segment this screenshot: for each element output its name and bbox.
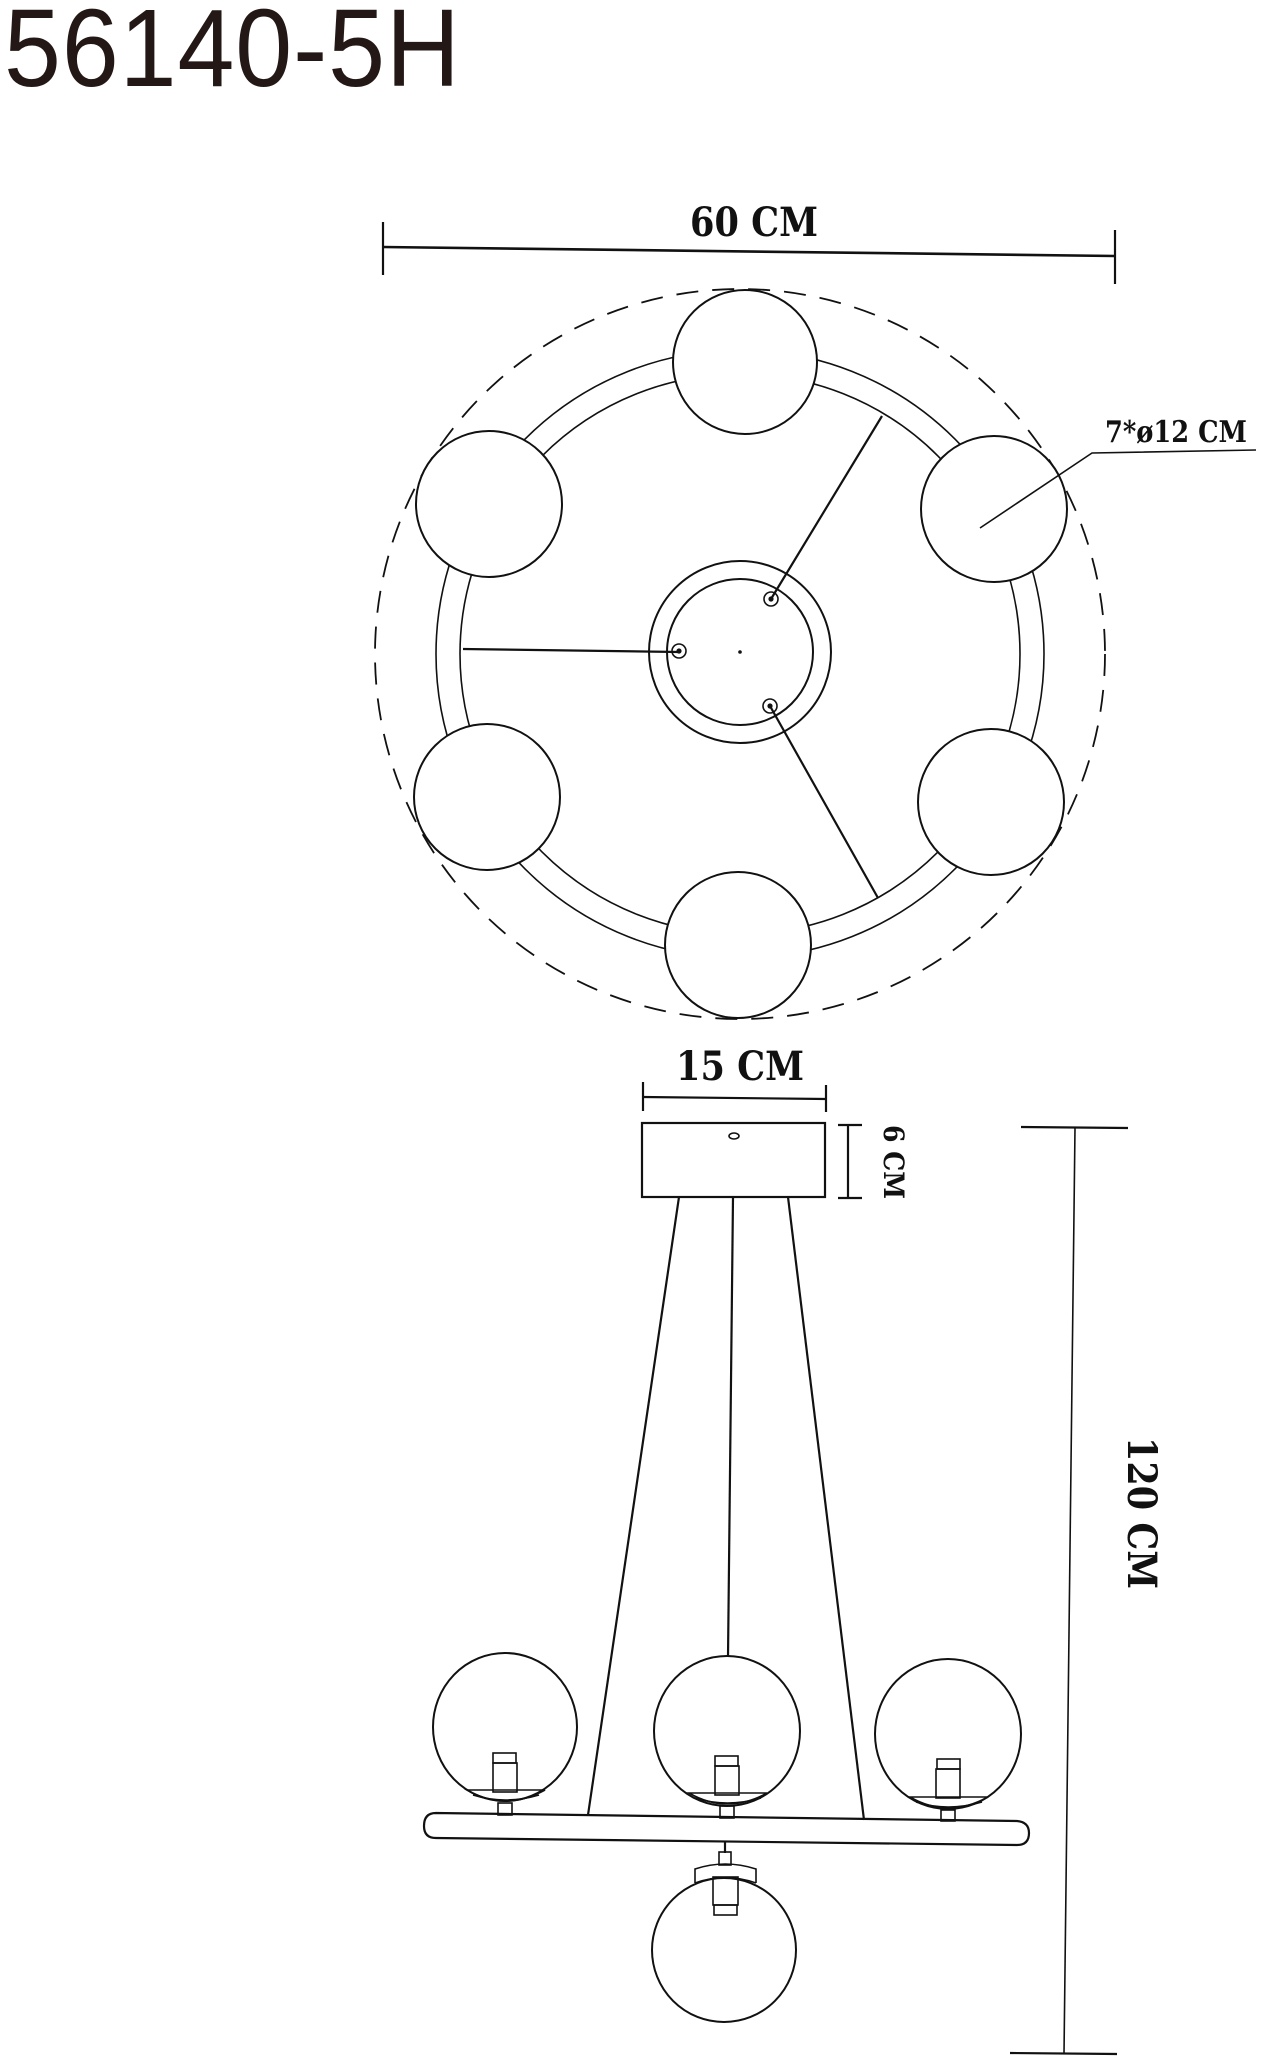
upper-bulb-center — [653, 1655, 801, 1819]
canopy-width-dimension: 15 CM — [641, 1043, 828, 1112]
wire-left — [586, 1196, 681, 1816]
bulb-top — [672, 289, 818, 435]
bulb-upper-left — [415, 430, 563, 578]
model-number-title: 56140-5H — [4, 0, 461, 110]
bulb-upper-right — [920, 435, 1068, 583]
canopy-screw — [728, 1132, 740, 1140]
canopy-inner — [666, 578, 814, 726]
overall-height-dimension: 120 CM — [1009, 1125, 1165, 2056]
canopy-outer — [648, 560, 832, 744]
bulb-diameter-callout: 7*ø12 CM — [979, 415, 1257, 529]
lower-bulb — [651, 1841, 797, 2023]
upper-bulb-right — [874, 1658, 1022, 1822]
wire-center — [726, 1196, 735, 1658]
bulb-lower-left — [413, 723, 561, 871]
top-view: 60 CM 7*ø12 CM — [374, 199, 1257, 1020]
width-label: 60 CM — [690, 199, 818, 246]
overall-height-label: 120 CM — [1118, 1437, 1165, 1589]
bulb-bottom — [664, 871, 812, 1019]
overall-diameter-outline — [374, 288, 1106, 1020]
mount-points — [671, 591, 779, 714]
bulb-lower-right — [917, 728, 1065, 876]
canopy-height-dimension: 6 CM — [838, 1123, 910, 1200]
upper-bulb-left — [432, 1652, 578, 1816]
canopy-width-label: 15 CM — [676, 1043, 804, 1090]
support-bar — [422, 1811, 1031, 1847]
bulb-size-label: 7*ø12 CM — [1105, 415, 1247, 450]
wire-right — [786, 1196, 866, 1821]
canopy — [640, 1121, 827, 1199]
side-view: 15 CM 6 CM — [422, 1043, 1165, 2056]
width-dimension: 60 CM — [381, 199, 1117, 284]
canopy-height-label: 6 CM — [877, 1125, 910, 1199]
